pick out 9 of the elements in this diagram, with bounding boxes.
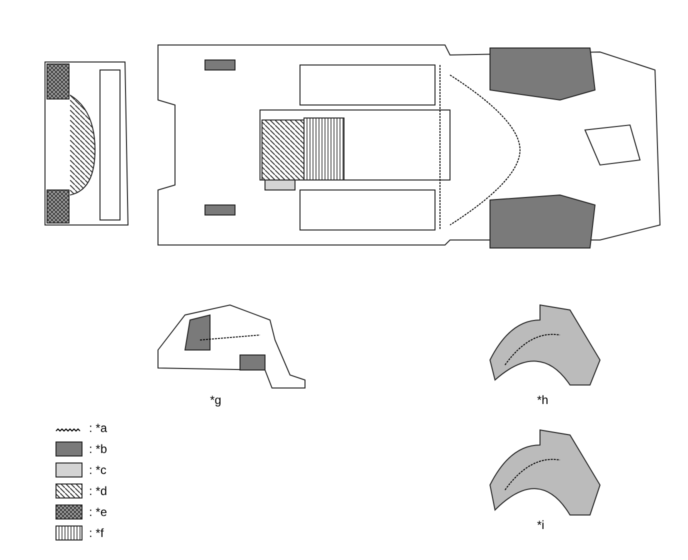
view-label: *i — [537, 518, 544, 532]
legend-label: : *f — [89, 526, 104, 540]
legend-label: : *b — [89, 442, 108, 456]
legend-label: : *c — [89, 463, 106, 477]
legend-label: : *d — [89, 484, 108, 498]
legend-label: : *e — [89, 505, 108, 519]
legend-label: : *a — [89, 421, 108, 435]
view-label: *g — [210, 393, 222, 407]
view-label: *h — [537, 393, 548, 407]
